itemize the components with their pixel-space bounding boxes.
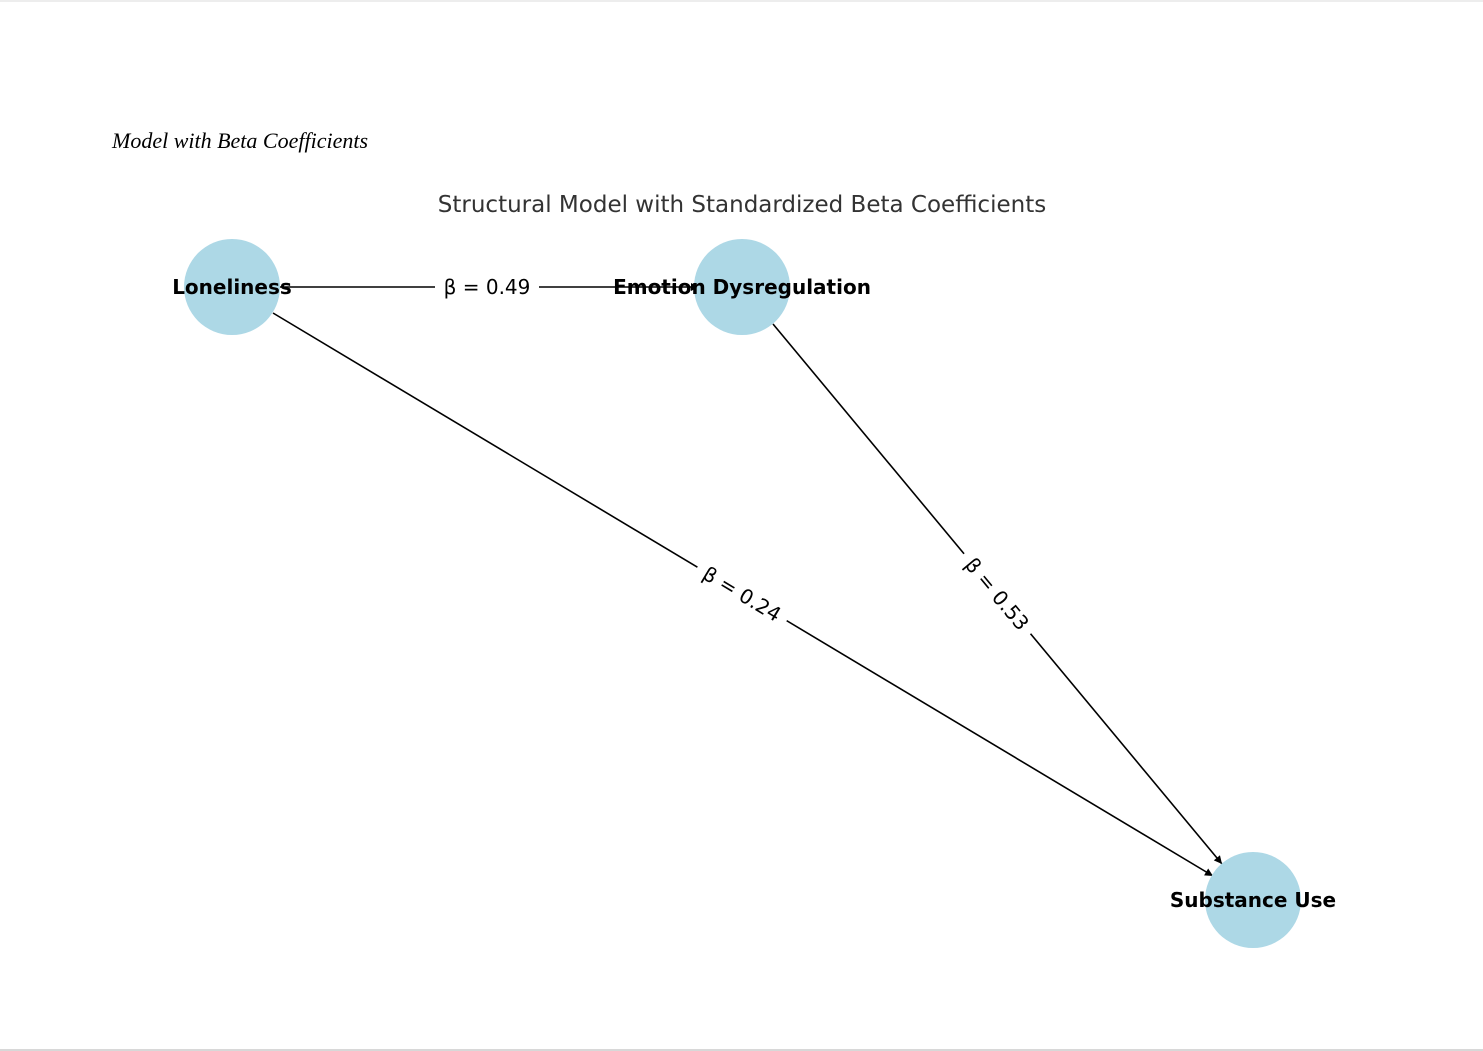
- edge-label-loneliness-substance-use: β = 0.24: [699, 561, 786, 626]
- figure-caption: Model with Beta Coefficients: [112, 128, 369, 153]
- node-label-emotion-dysregulation: Emotion Dysregulation: [613, 275, 871, 299]
- node-label-substance-use: Substance Use: [1170, 888, 1336, 912]
- edge-label-emotion-dysregulation-substance-use: β = 0.53: [960, 553, 1034, 635]
- edge-label-background: [952, 544, 1042, 644]
- node-loneliness: [184, 239, 280, 335]
- edge-label-loneliness-emotion-dysregulation: β = 0.49: [444, 275, 531, 299]
- edge-label-group-2: β = 0.53: [952, 544, 1042, 644]
- diagram-title: Structural Model with Standardized Beta …: [438, 192, 1046, 218]
- edge-label-group-1: β = 0.24: [689, 554, 795, 634]
- bottom-border: [0, 1049, 1483, 1051]
- edge-label-background: [435, 272, 539, 302]
- edge-label-background: [689, 554, 795, 634]
- node-label-loneliness: Loneliness: [172, 275, 292, 299]
- top-border: [0, 0, 1483, 2]
- edge-label-group-0: β = 0.49: [435, 272, 539, 302]
- node-substance-use: [1205, 852, 1301, 948]
- node-emotion-dysregulation: [694, 239, 790, 335]
